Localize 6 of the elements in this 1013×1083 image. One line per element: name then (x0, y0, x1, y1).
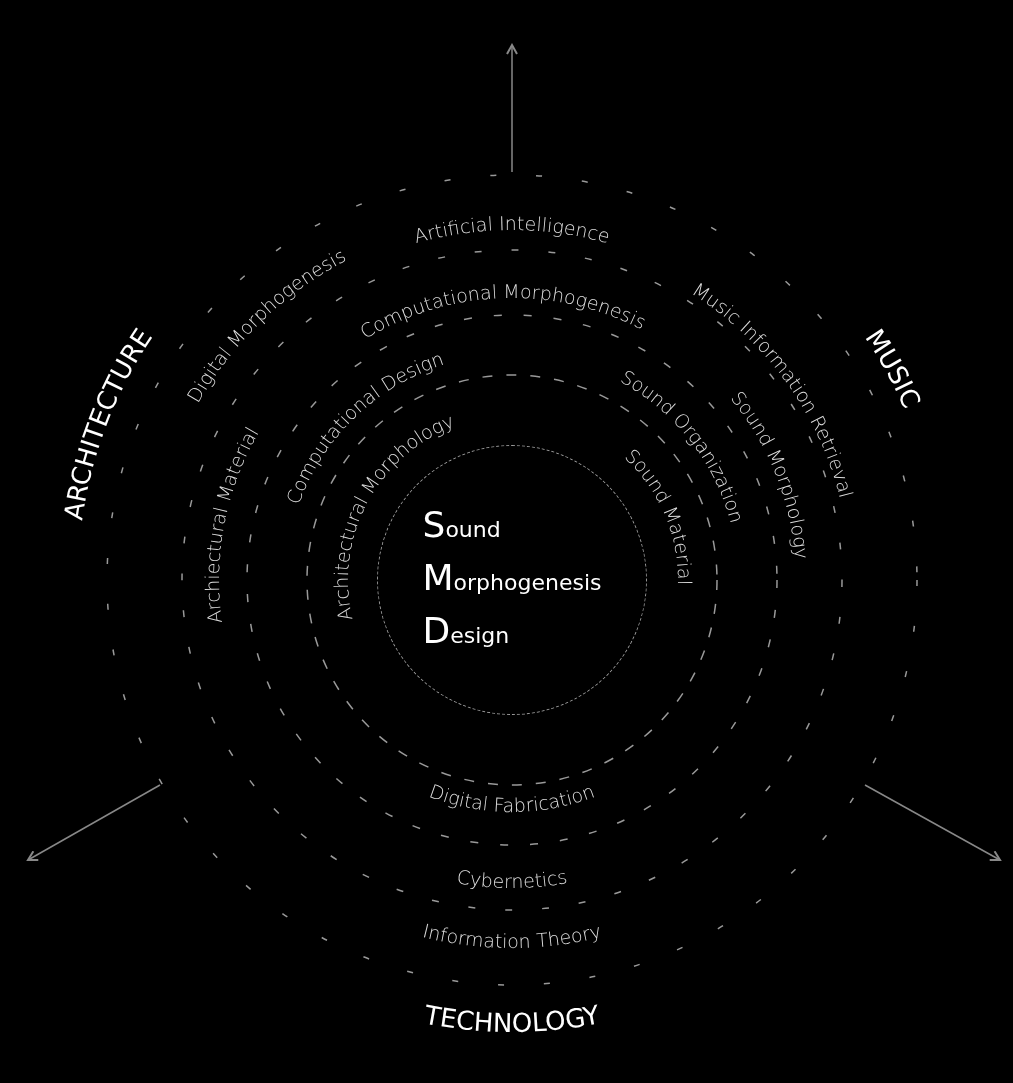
ring-label: Artificial Intelligence (411, 212, 613, 248)
ring-label: Information Theory (420, 919, 604, 952)
ring-label: Digital Fabrication (426, 779, 598, 817)
ring-label: Cybernetics (455, 865, 569, 893)
title-text: Sound Morphogenesis Design (422, 502, 602, 653)
category-label: TECHNOLOGY (422, 999, 602, 1039)
